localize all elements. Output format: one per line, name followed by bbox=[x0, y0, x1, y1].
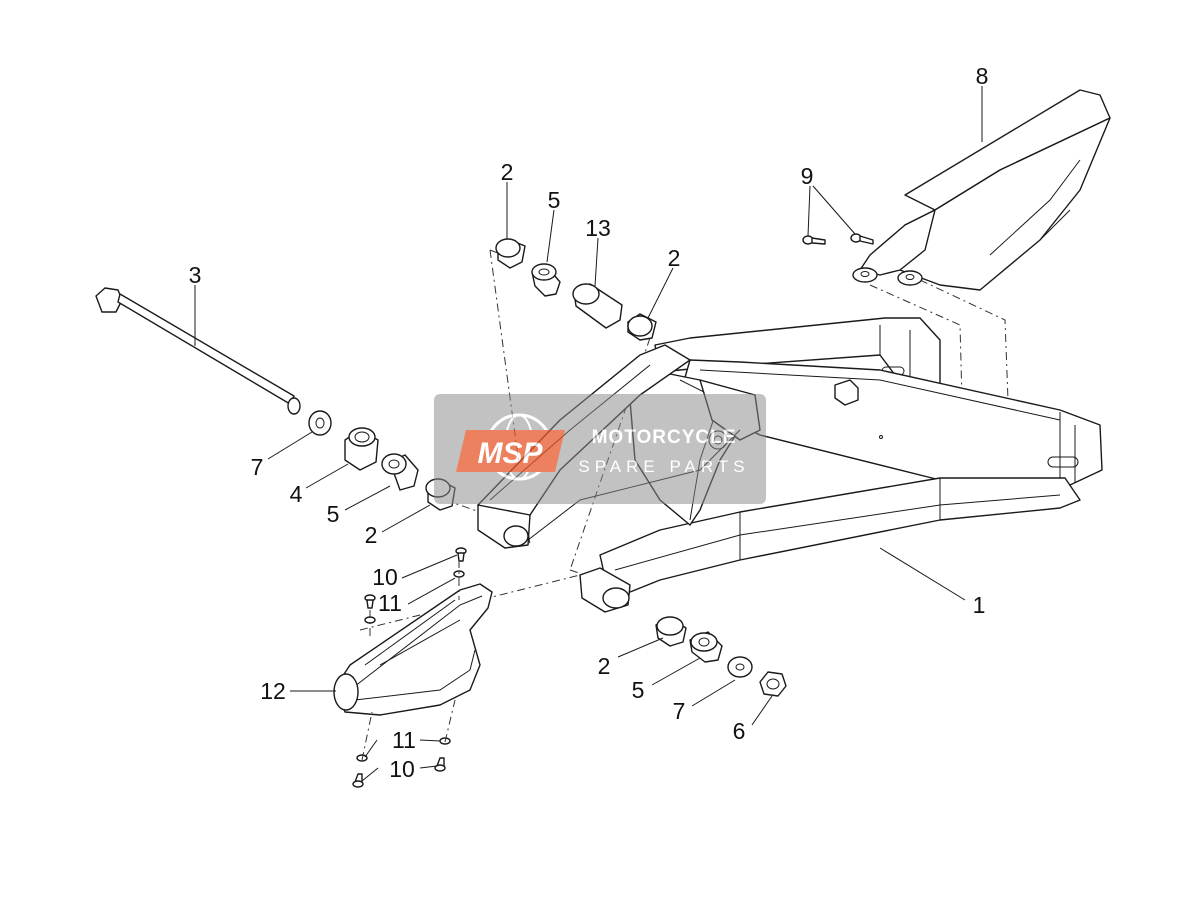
screw-part-10-lower-left bbox=[352, 773, 364, 788]
callout-5: 5 bbox=[548, 187, 561, 213]
callout-9: 9 bbox=[801, 163, 814, 189]
callout-10: 10 bbox=[372, 564, 398, 590]
nut-part-6 bbox=[759, 671, 787, 697]
spacer-part-5-lower bbox=[689, 631, 723, 663]
screw-part-10-lower-right bbox=[434, 757, 446, 772]
chain-slider-part-12 bbox=[333, 583, 493, 716]
sleeve-part-13 bbox=[572, 283, 623, 329]
washer-part-7-right bbox=[727, 656, 753, 678]
leader-lines bbox=[194, 86, 983, 782]
callout-11: 11 bbox=[378, 590, 402, 616]
callout-5: 5 bbox=[327, 501, 340, 527]
callout-4: 4 bbox=[290, 481, 303, 507]
callout-2: 2 bbox=[668, 245, 681, 271]
spacer-part-5-left bbox=[381, 453, 419, 491]
callout-13: 13 bbox=[585, 215, 611, 241]
watermark-panel bbox=[434, 394, 766, 504]
screw-part-10-upper-left bbox=[364, 594, 376, 609]
screw-part-10-upper-right bbox=[455, 547, 467, 562]
watermark-line1: MOTORCYCLE bbox=[592, 427, 737, 448]
callout-7: 7 bbox=[673, 698, 686, 724]
callout-1: 1 bbox=[973, 592, 986, 618]
callout-5: 5 bbox=[632, 677, 645, 703]
washer-part-7-left bbox=[308, 410, 332, 436]
watermark: MSP MOTORCYCLE SPARE PARTS bbox=[434, 394, 766, 504]
bearing-part-2-upper-right bbox=[627, 313, 657, 341]
spacer-part-5-upper bbox=[531, 263, 561, 297]
axle-part-3 bbox=[95, 287, 301, 415]
callout-7: 7 bbox=[251, 454, 264, 480]
chain-guard-part-8 bbox=[852, 89, 1111, 291]
callout-3: 3 bbox=[189, 262, 202, 288]
watermark-logo-text: MSP bbox=[477, 437, 543, 470]
slider-mount-dashes bbox=[361, 560, 460, 761]
screws-part-9 bbox=[802, 233, 874, 245]
callout-2: 2 bbox=[365, 522, 378, 548]
callout-12: 12 bbox=[260, 678, 286, 704]
bushing-part-4 bbox=[344, 427, 379, 471]
callout-10: 10 bbox=[389, 756, 415, 782]
callout-labels: 8 9 2 5 13 2 3 7 4 5 2 10 11 12 11 10 1 … bbox=[189, 63, 989, 782]
callout-11: 11 bbox=[392, 727, 416, 753]
callout-8: 8 bbox=[976, 63, 989, 89]
callout-6: 6 bbox=[733, 718, 746, 744]
callout-2: 2 bbox=[598, 653, 611, 679]
watermark-logo-badge bbox=[456, 430, 565, 472]
watermark-line2: SPARE PARTS bbox=[578, 457, 749, 476]
callout-2: 2 bbox=[501, 159, 514, 185]
bearing-part-2-lower bbox=[655, 616, 687, 647]
bearing-part-2-upper bbox=[495, 238, 526, 269]
